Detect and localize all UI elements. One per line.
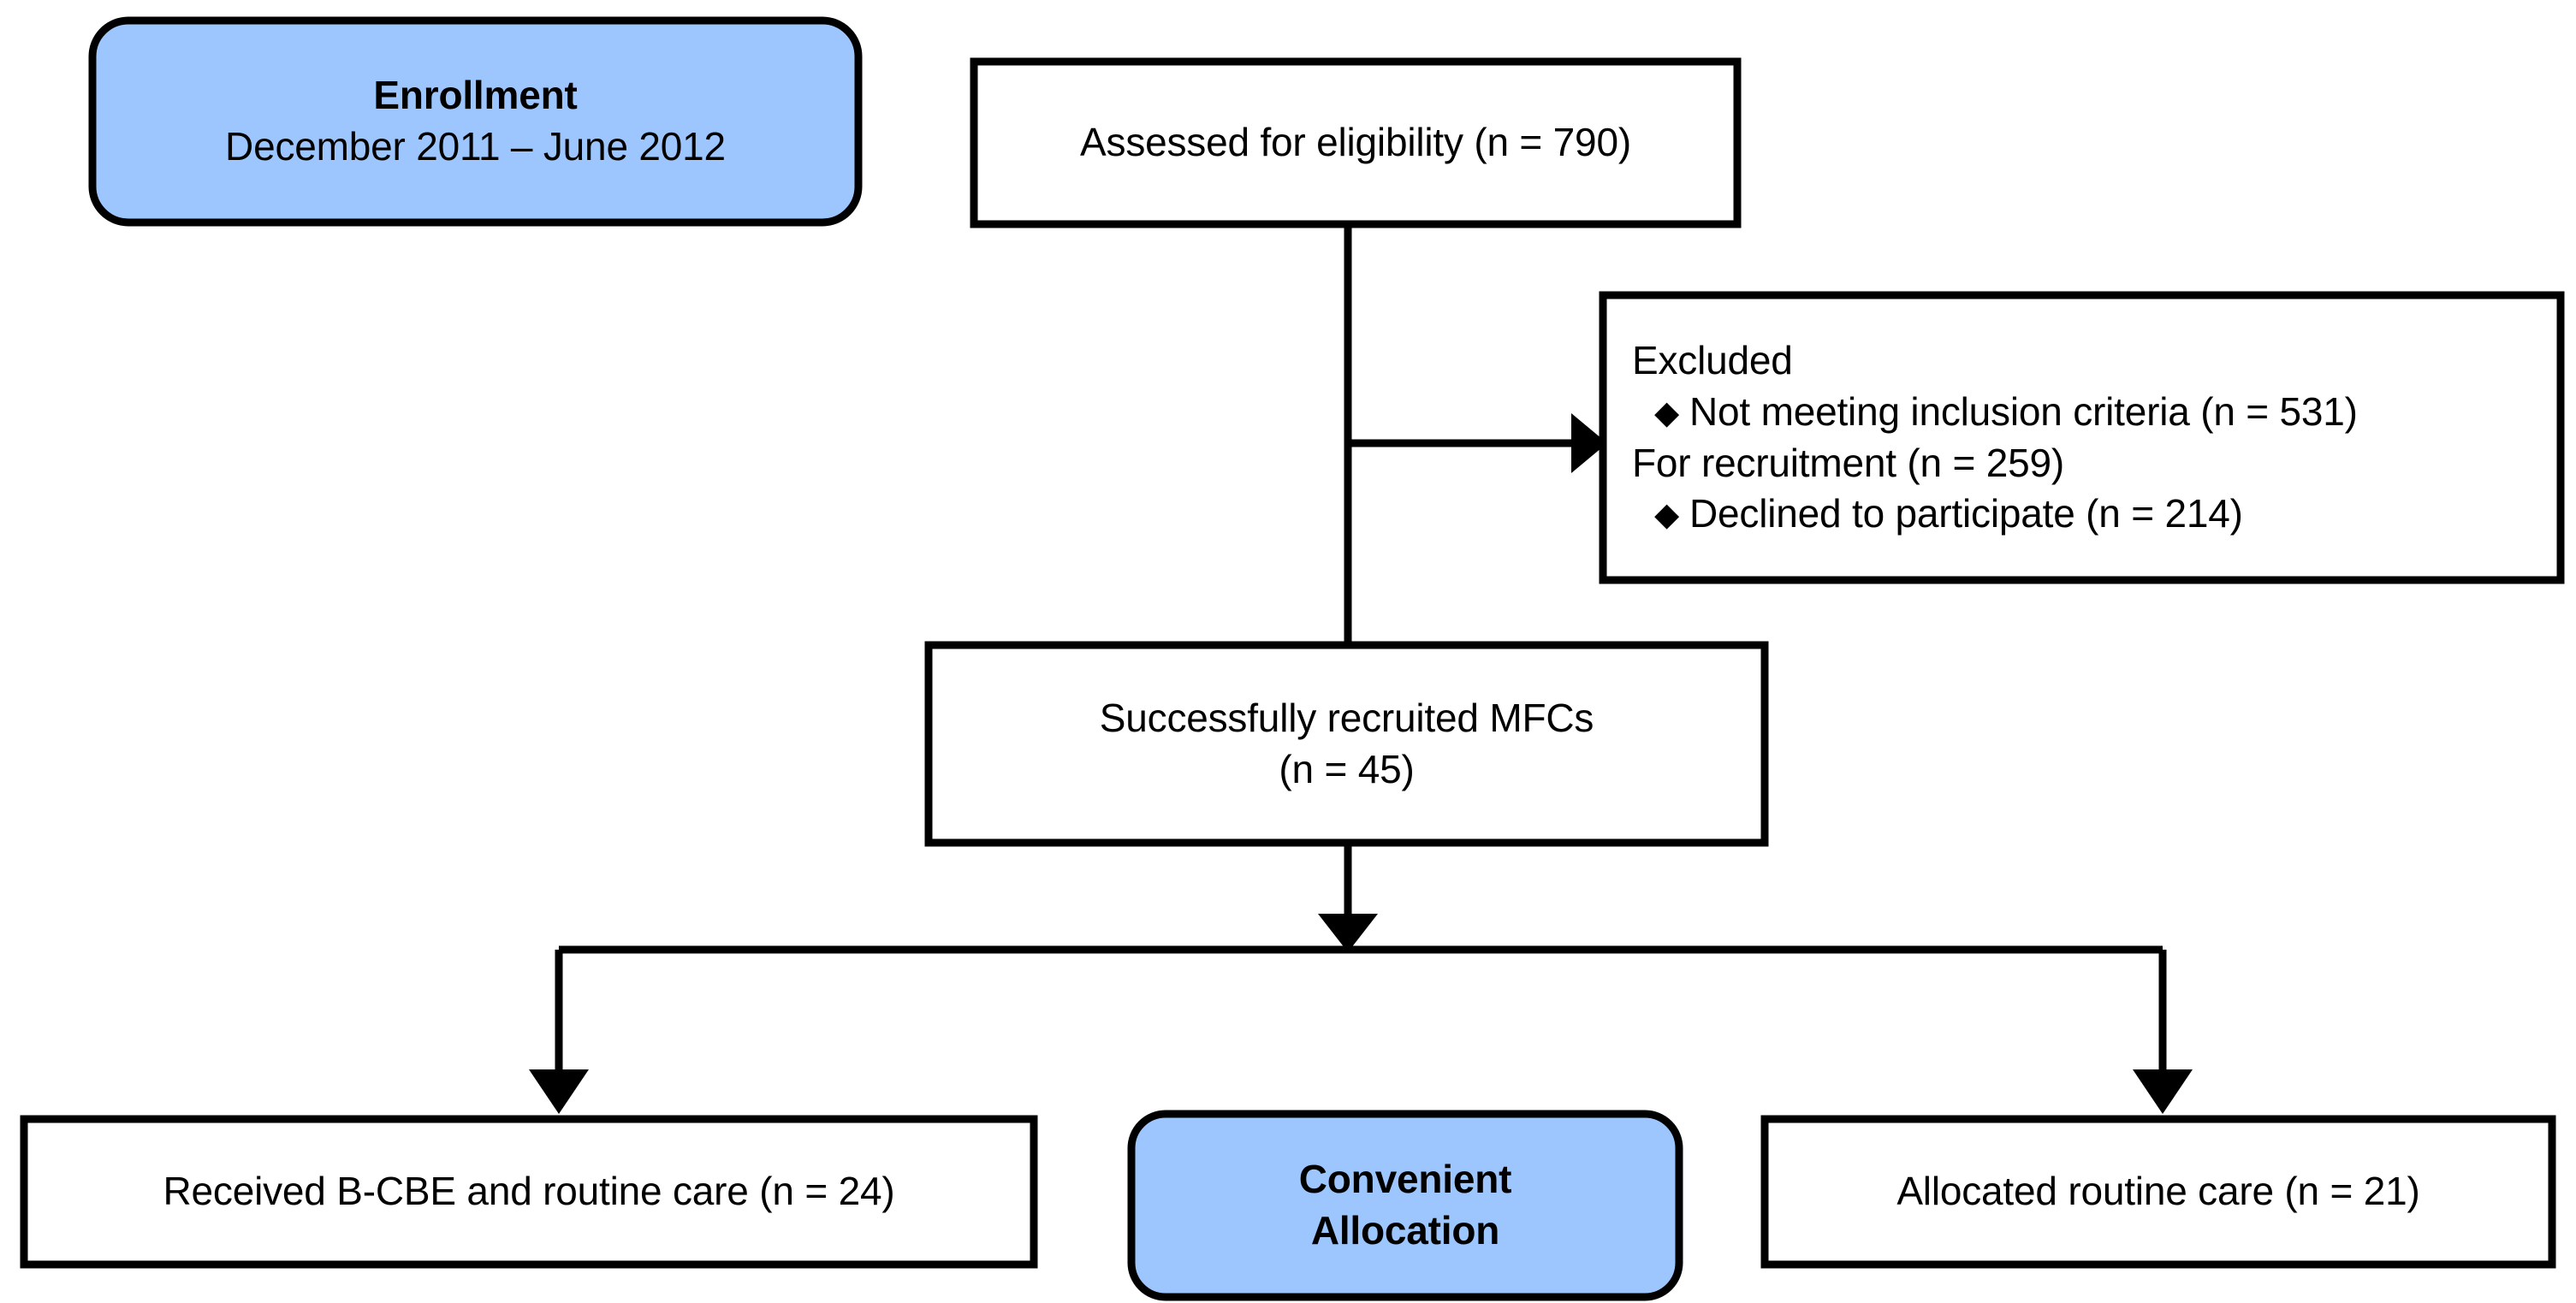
recruited-line-1: Successfully recruited MFCs bbox=[1099, 695, 1594, 740]
excluded-item-3: ◆Declined to participate (n = 214) bbox=[1632, 489, 2243, 540]
allocation-stage-label: Convenient Allocation bbox=[1131, 1114, 1679, 1297]
diamond-bullet-icon: ◆ bbox=[1654, 394, 1680, 431]
excluded-box bbox=[1599, 291, 2565, 584]
recruited-label: Successfully recruited MFCs (n = 45) bbox=[929, 645, 1765, 843]
enrollment-stage-label: Enrollment December 2011 – June 2012 bbox=[92, 21, 858, 222]
assessed-label: Assessed for eligibility (n = 790) bbox=[974, 62, 1737, 224]
excluded-item-1-text: Not meeting inclusion criteria (n = 531) bbox=[1689, 388, 2358, 434]
intervention-arm-box bbox=[20, 1115, 1038, 1269]
diamond-bullet-icon: ◆ bbox=[1654, 497, 1680, 534]
excluded-item-2: For recruitment (n = 259) bbox=[1632, 438, 2064, 489]
recruited-line-2: (n = 45) bbox=[1279, 746, 1415, 791]
excluded-item-2-text: For recruitment (n = 259) bbox=[1632, 440, 2065, 485]
allocation-stage-title-line-2: Allocation bbox=[1310, 1208, 1500, 1253]
excluded-label: Excluded ◆Not meeting inclusion criteria… bbox=[1603, 295, 2561, 580]
intervention-arm-line-1: Received B-CBE and routine care (n = 24) bbox=[163, 1169, 895, 1214]
allocation-stage-box bbox=[1127, 1110, 1683, 1301]
arrowhead-to-excluded bbox=[1571, 413, 1607, 473]
intervention-arm-label: Received B-CBE and routine care (n = 24) bbox=[24, 1119, 1034, 1265]
arrowhead-to-control bbox=[2133, 1069, 2193, 1114]
excluded-item-3-text: Declined to participate (n = 214) bbox=[1689, 491, 2243, 536]
enrollment-stage-subtitle: December 2011 – June 2012 bbox=[225, 124, 726, 169]
control-arm-line-1: Allocated routine care (n = 21) bbox=[1896, 1169, 2420, 1214]
control-arm-label: Allocated routine care (n = 21) bbox=[1765, 1119, 2552, 1265]
assessed-box bbox=[970, 57, 1742, 228]
excluded-item-1: ◆Not meeting inclusion criteria (n = 531… bbox=[1632, 387, 2358, 438]
enrollment-stage-box bbox=[88, 16, 863, 227]
assessed-line-1: Assessed for eligibility (n = 790) bbox=[1080, 120, 1631, 165]
allocation-stage-title-line-1: Convenient bbox=[1298, 1157, 1512, 1202]
arrowhead-to-split-bar bbox=[1318, 914, 1378, 952]
excluded-heading: Excluded bbox=[1632, 337, 1793, 382]
enrollment-stage-title: Enrollment bbox=[373, 73, 578, 118]
control-arm-box bbox=[1760, 1115, 2556, 1269]
recruited-box bbox=[924, 641, 1769, 847]
arrowhead-to-intervention bbox=[529, 1069, 589, 1114]
